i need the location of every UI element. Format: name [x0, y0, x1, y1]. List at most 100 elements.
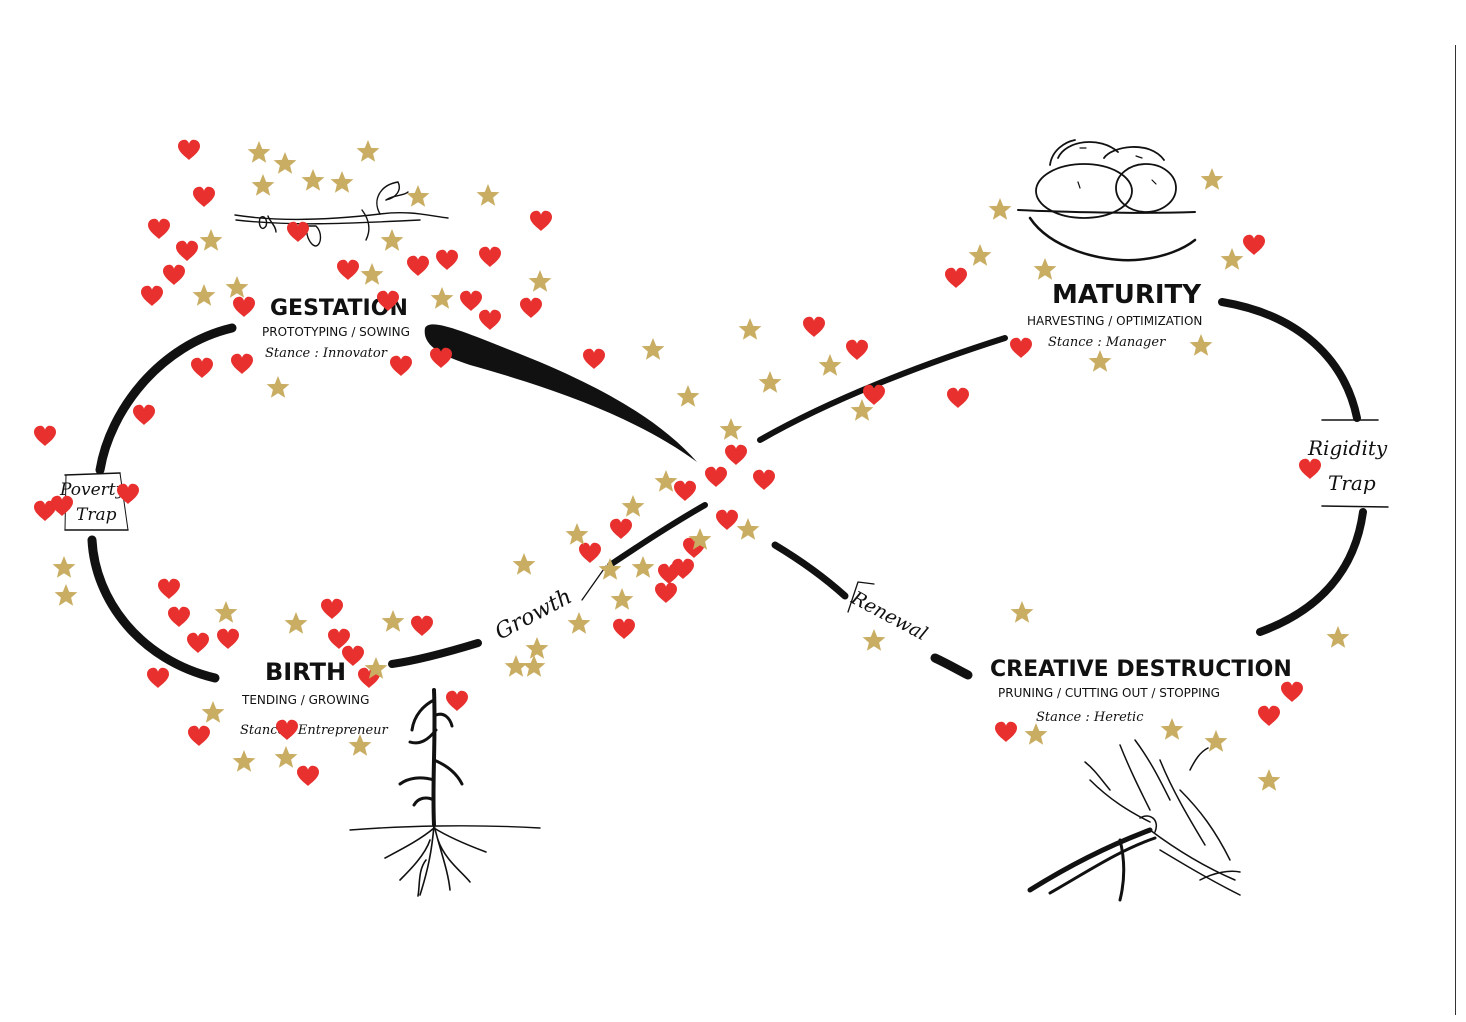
stage-maturity: MATURITY HARVESTING / OPTIMIZATION Stanc…: [1027, 280, 1202, 350]
heart-icon: [191, 357, 213, 378]
star-icon: [631, 556, 655, 578]
heart-icon: [658, 563, 680, 584]
star-icon: [406, 185, 430, 207]
star-icon: [736, 518, 760, 540]
star-icon: [273, 152, 297, 174]
star-icon: [274, 746, 298, 768]
rigidity-trap-label-line1: Rigidity: [1307, 436, 1388, 460]
heart-icon: [147, 667, 169, 688]
creative-destruction-title: CREATIVE DESTRUCTION: [990, 657, 1292, 682]
heart-icon: [674, 480, 696, 501]
renewal-label: Renewal: [847, 587, 931, 646]
star-icon: [356, 140, 380, 162]
stage-gestation: GESTATION PROTOTYPING / SOWING Stance : …: [262, 296, 410, 361]
star-icon: [430, 287, 454, 309]
star-icon: [1189, 334, 1213, 356]
heart-icon: [479, 309, 501, 330]
loop-stroke-rigidity-to-destruction: [1256, 508, 1367, 636]
star-icon: [641, 338, 665, 360]
star-icon: [360, 263, 384, 285]
star-icon: [301, 169, 325, 191]
star-icon: [251, 174, 275, 196]
growth-label: Growth: [491, 584, 576, 645]
star-icon: [225, 276, 249, 298]
poverty-trap-label-line2: Trap: [76, 505, 117, 525]
star-icon: [512, 553, 536, 575]
star-icon: [1010, 601, 1034, 623]
star-icon: [1326, 626, 1350, 648]
heart-icon: [411, 615, 433, 636]
star-icon: [525, 637, 549, 659]
loop-stroke-maturity-to-rigidity: [1218, 298, 1361, 422]
star-icon: [266, 376, 290, 398]
heart-icon: [610, 518, 632, 539]
frame-edge: [1455, 45, 1456, 1015]
gestation-activity: PROTOTYPING / SOWING: [262, 325, 410, 339]
loop-stroke-center-to-renewal: [771, 541, 849, 600]
heart-icon: [158, 578, 180, 599]
star-icon: [284, 612, 308, 634]
star-icon: [676, 385, 700, 407]
heart-icon: [176, 240, 198, 261]
heart-icon: [460, 290, 482, 311]
loop-stroke-gestation-to-poverty: [95, 323, 237, 475]
plant-illustration: [349, 688, 541, 897]
heart-icon: [187, 632, 209, 653]
heart-icon: [530, 210, 552, 231]
star-icon: [214, 601, 238, 623]
heart-icon: [133, 404, 155, 425]
heart-icon: [231, 353, 253, 374]
heart-icon: [217, 628, 239, 649]
birth-title: BIRTH: [265, 658, 346, 686]
star-icon: [1024, 723, 1048, 745]
heart-icon: [753, 469, 775, 490]
creative-destruction-activity: PRUNING / CUTTING OUT / STOPPING: [998, 686, 1220, 700]
heart-icon: [141, 285, 163, 306]
heart-icon: [117, 483, 139, 504]
star-icon: [968, 244, 992, 266]
stage-creative-destruction: CREATIVE DESTRUCTION PRUNING / CUTTING O…: [990, 657, 1292, 725]
heart-icon: [1281, 681, 1303, 702]
heart-icon: [803, 316, 825, 337]
star-icon: [988, 198, 1012, 220]
rigidity-trap: Rigidity Trap: [1307, 419, 1389, 508]
star-icon: [52, 556, 76, 578]
heart-icon: [168, 606, 190, 627]
star-icon: [192, 284, 216, 306]
heart-icon: [148, 218, 170, 239]
star-icon: [567, 612, 591, 634]
star-icon: [1200, 168, 1224, 190]
heart-icon: [716, 509, 738, 530]
heart-icon: [1243, 234, 1265, 255]
heart-icon: [725, 444, 747, 465]
star-icon: [654, 470, 678, 492]
infinity-loop: [87, 298, 1367, 683]
pruned-branches-illustration: [1027, 739, 1241, 902]
star-icon: [1033, 258, 1057, 280]
star-icon: [504, 655, 528, 677]
poverty-trap-label-line1: Poverty: [59, 480, 126, 500]
star-icon: [201, 701, 225, 723]
star-icon: [1160, 718, 1184, 740]
heart-icon: [178, 139, 200, 160]
star-icon: [610, 588, 634, 610]
heart-icon: [947, 387, 969, 408]
birth-stance: Stance : Entrepreneur: [240, 723, 389, 738]
star-icon: [330, 171, 354, 193]
heart-icon: [655, 582, 677, 603]
loop-stroke-poverty-to-birth: [87, 535, 220, 683]
loop-stroke-growth-to-center: [607, 502, 708, 568]
loop-stroke-birth-to-growth: [388, 639, 482, 668]
heart-icon: [705, 466, 727, 487]
heart-icon: [390, 355, 412, 376]
loop-stroke-renewal-to-destruction: [930, 653, 973, 680]
loop-stroke-gestation-to-center: [424, 324, 697, 462]
heart-icon: [1010, 337, 1032, 358]
birth-activity: TENDING / GROWING: [241, 693, 369, 707]
seedling-illustration: [234, 181, 449, 247]
star-icon: [54, 584, 78, 606]
maturity-activity: HARVESTING / OPTIMIZATION: [1027, 314, 1202, 328]
star-icon: [850, 399, 874, 421]
star-icon: [565, 523, 589, 545]
